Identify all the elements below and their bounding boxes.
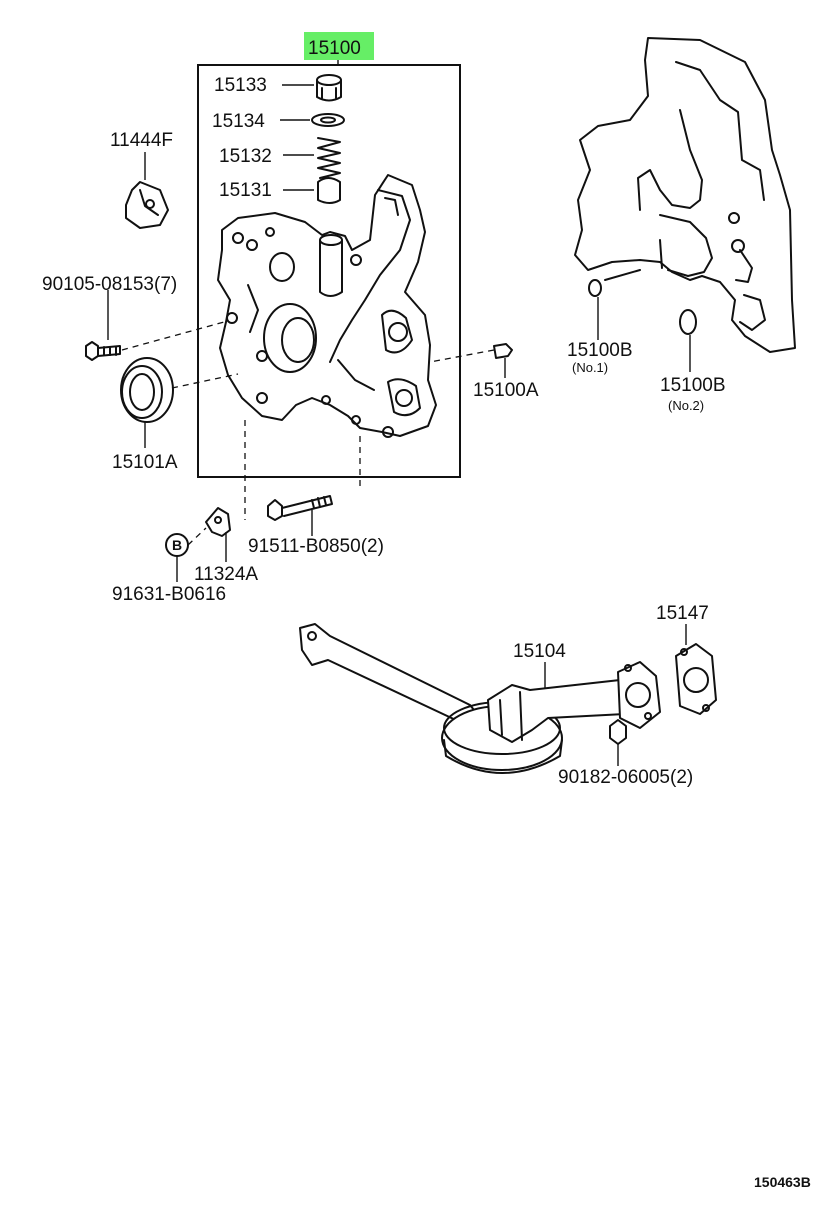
o-ring-no1-drawing bbox=[588, 279, 602, 297]
oil-seal-drawing bbox=[120, 357, 174, 423]
label-15147: 15147 bbox=[656, 603, 709, 624]
assembly-frame bbox=[197, 64, 461, 478]
relief-valve-drawing bbox=[317, 177, 341, 204]
bolt-90105-drawing bbox=[85, 341, 121, 361]
highlight-15100 bbox=[304, 32, 374, 60]
label-15104: 15104 bbox=[513, 641, 566, 662]
label-90105: 90105-08153(7) bbox=[42, 274, 177, 295]
spring-drawing bbox=[317, 137, 341, 179]
oil-strainer-drawing bbox=[299, 623, 661, 774]
o-ring-no2-drawing bbox=[679, 309, 697, 335]
oil-pump-cover-piece-drawing bbox=[125, 181, 169, 229]
gasket-drawing bbox=[675, 643, 717, 715]
label-91511: 91511-B0850(2) bbox=[248, 536, 384, 557]
oil-pump-body-drawing bbox=[217, 174, 437, 438]
label-15100b-no2-sub: (No.2) bbox=[668, 398, 704, 413]
bolt-91511-drawing bbox=[267, 495, 333, 521]
washer-drawing bbox=[311, 113, 345, 127]
label-15133: 15133 bbox=[214, 75, 267, 96]
label-15134: 15134 bbox=[212, 111, 265, 132]
diagram-id: 150463B bbox=[754, 1174, 811, 1190]
relief-valve-plug-drawing bbox=[316, 74, 342, 102]
label-90182: 90182-06005(2) bbox=[558, 767, 693, 788]
label-15100: 15100 bbox=[308, 38, 361, 59]
dowel-pin-drawing bbox=[493, 343, 513, 359]
label-15100b-no1-sub: (No.1) bbox=[572, 360, 608, 375]
label-15131: 15131 bbox=[219, 180, 272, 201]
nut-drawing bbox=[609, 719, 627, 745]
label-15101a: 15101A bbox=[112, 452, 178, 473]
label-91631: 91631-B0616 bbox=[112, 584, 226, 605]
label-11324a: 11324A bbox=[194, 564, 258, 585]
bracket-11324a-drawing bbox=[205, 507, 231, 537]
engine-block-drawing bbox=[574, 37, 796, 353]
label-15100a: 15100A bbox=[473, 380, 539, 401]
label-15132: 15132 bbox=[219, 146, 272, 167]
label-15100b-no2: 15100B bbox=[660, 375, 726, 396]
label-11444f: 11444F bbox=[110, 130, 173, 151]
reference-b-text: B bbox=[172, 537, 182, 553]
label-15100b-no1: 15100B bbox=[567, 340, 633, 361]
